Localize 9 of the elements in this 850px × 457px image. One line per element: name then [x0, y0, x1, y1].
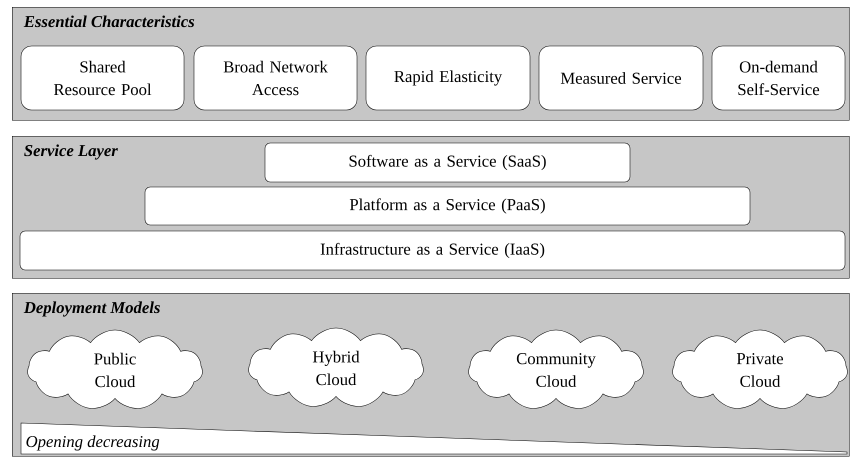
service-layer-box: Infrastructure as a Service (IaaS) — [20, 230, 846, 270]
characteristic-box: Broad Network Access — [194, 46, 358, 110]
characteristic-box: Measured Service — [538, 46, 704, 110]
service-layer-box: Software as a Service (SaaS) — [264, 142, 630, 182]
opening-wedge: Opening decreasing — [20, 422, 848, 454]
characteristic-box: Rapid Elasticity — [366, 46, 530, 110]
characteristic-box: On-demand Self-Service — [712, 46, 846, 110]
service-layer-box: Platform as a Service (PaaS) — [144, 186, 750, 226]
characteristic-box: Shared Resource Pool — [20, 46, 184, 110]
